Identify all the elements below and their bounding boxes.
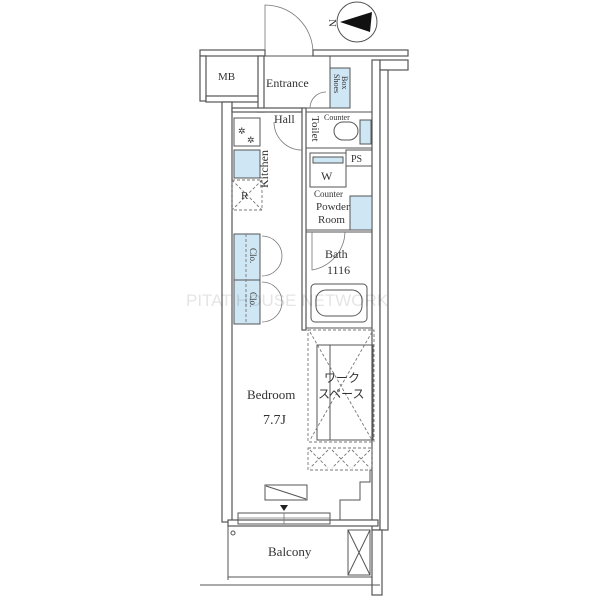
compass-arrow-icon (340, 12, 372, 32)
compass-label: N (326, 19, 338, 27)
closet-1 (233, 233, 261, 281)
bath-door-swing (311, 231, 346, 271)
bedroom-size-label: 7.7J (263, 413, 287, 428)
bedroom-label: Bedroom (247, 387, 295, 402)
toilet-label: Toilet (309, 116, 321, 142)
workspace-label-2: スペース (318, 387, 365, 401)
workspace-label-1: ワーク (324, 371, 360, 385)
powder-room-label-1: Room (318, 214, 345, 226)
fridge-space (231, 179, 263, 211)
workspace: ワーク スペース (307, 329, 375, 471)
toilet-bowl (333, 121, 359, 141)
hall-door-swing (309, 91, 327, 109)
walls (199, 49, 409, 596)
entrance-label: Entrance (266, 76, 309, 90)
washer-space (309, 152, 347, 188)
fridge-label: R (241, 190, 249, 202)
closet-2 (233, 279, 261, 325)
washer-tap (312, 156, 344, 164)
bathtub (310, 283, 368, 323)
meter-box (205, 55, 259, 97)
ac-indicator-icon (280, 505, 288, 511)
kitchen-label: Kitchen (257, 150, 271, 188)
balcony-label: Balcony (268, 544, 312, 559)
burner-icon: ✲ (247, 135, 255, 145)
toilet-door-swing (273, 121, 303, 151)
shoes-box-label-2: Box (340, 76, 349, 89)
toilet-counter-label: Counter (324, 113, 350, 122)
closet-doors (261, 235, 283, 323)
washer-label: W (321, 169, 333, 183)
burner-icon: ✲ (238, 126, 246, 136)
air-conditioner (264, 484, 308, 501)
bath-size-label: 1116 (327, 263, 350, 277)
shoes-box (329, 67, 351, 109)
mb-label: MB (218, 71, 235, 83)
stove (233, 117, 261, 147)
kitchen-sink (233, 149, 261, 179)
compass-circle (336, 1, 378, 43)
toilet-counter-sink (359, 119, 372, 145)
ps-label: PS (351, 154, 362, 165)
shoes-box-label-1: Shoes (332, 74, 341, 93)
powder-room-label-1: Powder (316, 201, 350, 213)
hall-label: Hall (274, 112, 295, 126)
entrance-door-swing (264, 4, 314, 53)
toilet-room (305, 111, 373, 149)
watermark: PITAT HOUSE NETWORK (186, 291, 389, 310)
closet-2-label: Clo. (248, 292, 258, 307)
north-compass: N (326, 1, 378, 43)
bathroom (305, 231, 373, 329)
closet-1-label: Clo. (248, 248, 258, 263)
powder-sink (349, 195, 373, 231)
emergency-hatch (347, 529, 371, 576)
powder-counter-label: Counter (314, 189, 343, 199)
bath-label: Bath (325, 247, 348, 261)
